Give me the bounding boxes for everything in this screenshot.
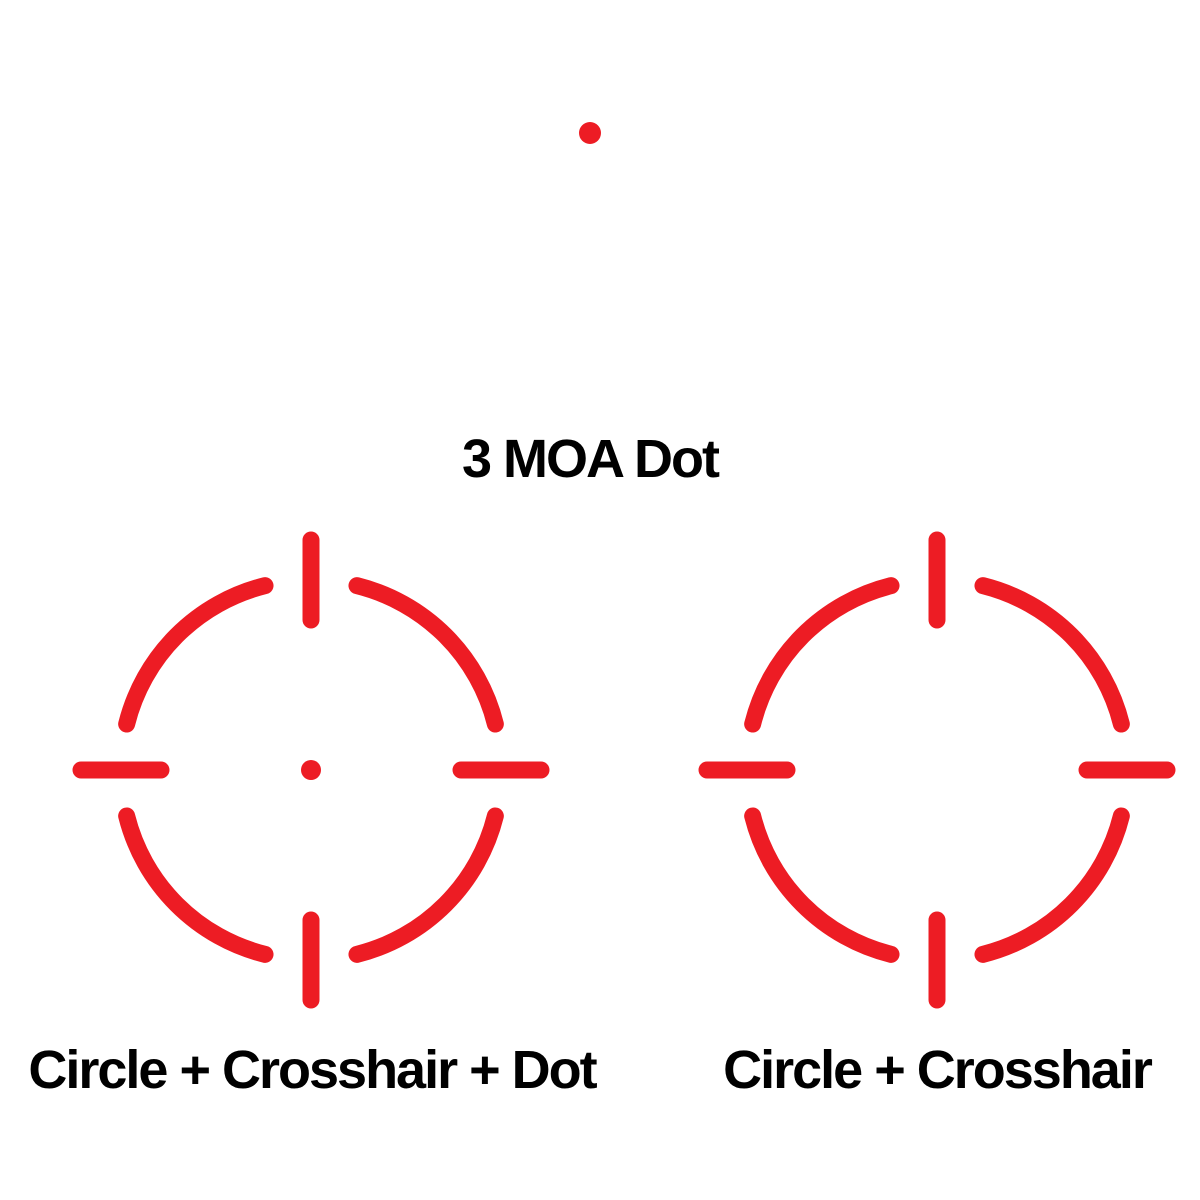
center-dot xyxy=(301,760,321,780)
circle-arc-bottom-left xyxy=(744,807,900,963)
circle-arc-bottom-right xyxy=(974,807,1130,963)
reticle-circle-crosshair-dot xyxy=(72,531,550,1009)
caption-circle-crosshair: Circle + Crosshair xyxy=(723,1040,1153,1100)
caption-3-moa-dot: 3 MOA Dot xyxy=(462,429,720,489)
caption-circle-crosshair-dot: Circle + Crosshair + Dot xyxy=(28,1040,597,1100)
circle-arc-top-left xyxy=(744,577,900,733)
center-dot xyxy=(579,122,601,144)
circle-arc-top-left xyxy=(118,577,274,733)
circle-arc-top-right xyxy=(348,577,504,733)
circle-arc-top-right xyxy=(974,577,1130,733)
reticle-circle-crosshair xyxy=(698,531,1176,1009)
reticle-3-moa-dot xyxy=(579,122,601,144)
circle-arc-bottom-right xyxy=(348,807,504,963)
circle-arc-bottom-left xyxy=(118,807,274,963)
